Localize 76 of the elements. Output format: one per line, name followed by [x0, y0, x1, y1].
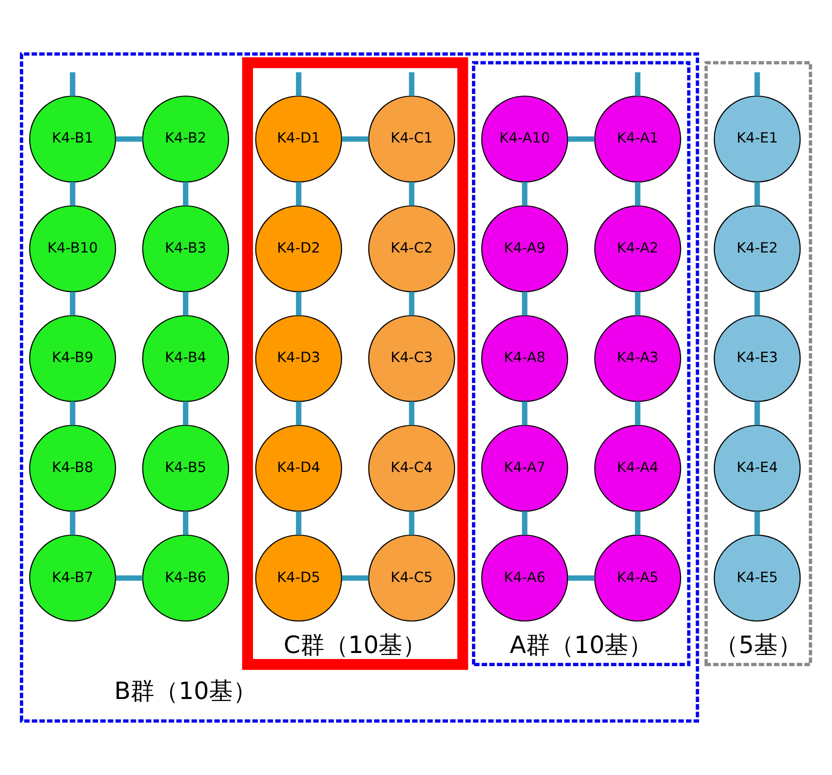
node-circle: K4-E1: [714, 96, 801, 182]
connector: [182, 182, 188, 206]
connector: [116, 575, 143, 581]
connector: [568, 575, 595, 581]
connector: [296, 511, 302, 535]
connector: [754, 292, 760, 316]
connector: [70, 182, 76, 206]
node-circle: K4-C4: [368, 424, 456, 512]
node-circle: K4-C2: [368, 205, 456, 292]
connector: [408, 292, 414, 316]
connector: [522, 402, 528, 426]
connector: [754, 511, 760, 535]
node-circle: K4-A7: [481, 424, 568, 512]
connector: [116, 136, 143, 142]
connector: [522, 182, 528, 206]
connector: [296, 182, 302, 206]
node-circle: K4-D4: [255, 424, 342, 512]
connector: [296, 292, 302, 316]
connector: [522, 511, 528, 535]
connector: [522, 292, 528, 316]
connector: [296, 72, 302, 96]
node-circle: K4-D3: [255, 315, 342, 402]
connector: [182, 511, 188, 535]
node-circle: K4-B2: [142, 96, 230, 182]
node-circle: K4-A8: [481, 315, 568, 402]
cluster: [20, 52, 700, 723]
node-circle: K4-A10: [481, 96, 568, 182]
connector: [296, 402, 302, 426]
node-circle: K4-A1: [594, 96, 682, 182]
node-circle: K4-B9: [29, 315, 116, 402]
node-circle: K4-D5: [255, 534, 342, 622]
connector: [182, 402, 188, 426]
connector: [342, 136, 369, 142]
connector: [70, 292, 76, 316]
node-circle: K4-A3: [594, 315, 682, 402]
connector: [634, 182, 640, 206]
connector: [754, 402, 760, 426]
connector: [634, 292, 640, 316]
connector: [408, 402, 414, 426]
connector: [754, 72, 760, 96]
node-circle: K4-E3: [714, 315, 801, 402]
connector: [182, 292, 188, 316]
node-circle: K4-B4: [142, 315, 230, 402]
connector: [634, 511, 640, 535]
node-circle: K4-A2: [594, 205, 682, 292]
node-circle: K4-D2: [255, 205, 342, 292]
node-circle: K4-E5: [714, 534, 801, 622]
node-circle: K4-B6: [142, 534, 230, 622]
node-circle: K4-A5: [594, 534, 682, 622]
connector: [70, 511, 76, 535]
node-circle: K4-E2: [714, 205, 801, 292]
connector: [408, 511, 414, 535]
connector: [634, 402, 640, 426]
node-circle: K4-E4: [714, 424, 801, 512]
connector: [70, 402, 76, 426]
connector: [342, 575, 369, 581]
node-circle: K4-A9: [481, 205, 568, 292]
node-circle: K4-B8: [29, 424, 116, 512]
node-circle: K4-D1: [255, 96, 342, 182]
connector: [634, 72, 640, 96]
node-circle: K4-B7: [29, 534, 116, 622]
node-circle: K4-A4: [594, 424, 682, 512]
connector: [754, 182, 760, 206]
node-circle: K4-A6: [481, 534, 568, 622]
node-circle: K4-C1: [368, 96, 456, 182]
node-circle: K4-B3: [142, 205, 230, 292]
node-circle: K4-C5: [368, 534, 456, 622]
node-circle: K4-B1: [29, 96, 116, 182]
node-circle: K4-B10: [29, 205, 116, 292]
connector: [408, 182, 414, 206]
node-circle: K4-B5: [142, 424, 230, 512]
connector: [568, 136, 595, 142]
node-circle: K4-C3: [368, 315, 456, 402]
connector: [70, 72, 76, 96]
connector: [408, 72, 414, 96]
label: B群（10基）: [114, 676, 258, 705]
